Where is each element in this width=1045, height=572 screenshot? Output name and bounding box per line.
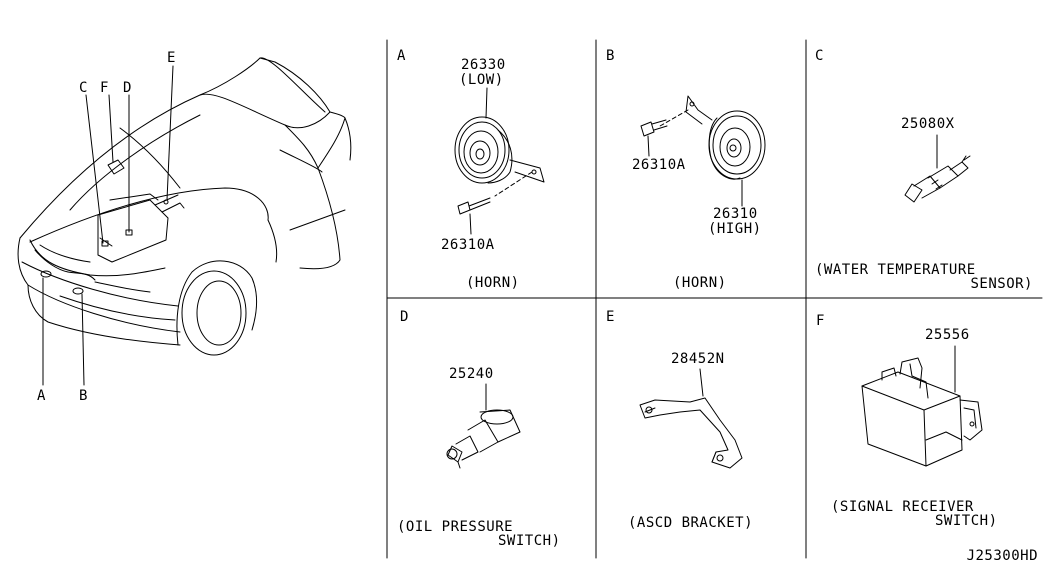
- ascd-bracket-drawing: [639, 368, 743, 469]
- panel-letter-b: B: [606, 48, 615, 64]
- part-number-25080x: 25080X: [901, 116, 955, 132]
- oil-pressure-switch-drawing: [446, 383, 521, 469]
- grid-lines: [386, 39, 1043, 559]
- horn-high-drawing: [640, 95, 766, 207]
- caption-oil-pressure-1: (OIL PRESSURE: [397, 519, 514, 535]
- part-number-26310a-b: 26310A: [632, 157, 686, 173]
- callout-b: B: [79, 388, 88, 404]
- horn-low-drawing: [454, 87, 545, 235]
- panel-letter-c: C: [815, 48, 824, 64]
- callout-a: A: [37, 388, 46, 404]
- part-number-28452n: 28452N: [671, 351, 725, 367]
- caption-water-temp-2: SENSOR): [970, 276, 1033, 292]
- caption-oil-pressure-2: SWITCH): [498, 533, 561, 549]
- callout-d: D: [123, 80, 132, 96]
- caption-horn-a: (HORN): [466, 275, 520, 291]
- caption-ascd-bracket: (ASCD BRACKET): [628, 515, 754, 531]
- panel-letter-d: D: [400, 309, 409, 325]
- vehicle-front-view: [17, 57, 352, 386]
- part-note-high: (HIGH): [708, 221, 762, 237]
- part-number-25240: 25240: [449, 366, 494, 382]
- signal-receiver-drawing: [861, 345, 983, 467]
- water-temp-sensor-drawing: [904, 134, 971, 203]
- part-number-26310: 26310: [713, 206, 758, 222]
- caption-signal-receiver-2: SWITCH): [935, 513, 998, 529]
- callout-e: E: [167, 50, 176, 66]
- part-note-low: (LOW): [459, 72, 504, 88]
- caption-water-temp-1: (WATER TEMPERATURE: [815, 262, 976, 278]
- part-number-26330: 26330: [461, 57, 506, 73]
- callout-f: F: [100, 80, 109, 96]
- panel-letter-f: F: [816, 313, 825, 329]
- part-number-25556: 25556: [925, 327, 970, 343]
- callout-c: C: [79, 80, 88, 96]
- panel-letter-a: A: [397, 48, 406, 64]
- part-number-26310a: 26310A: [441, 237, 495, 253]
- caption-horn-b: (HORN): [673, 275, 727, 291]
- panel-letter-e: E: [606, 309, 615, 325]
- caption-signal-receiver-1: (SIGNAL RECEIVER: [831, 499, 974, 515]
- diagram-id: J25300HD: [966, 548, 1038, 564]
